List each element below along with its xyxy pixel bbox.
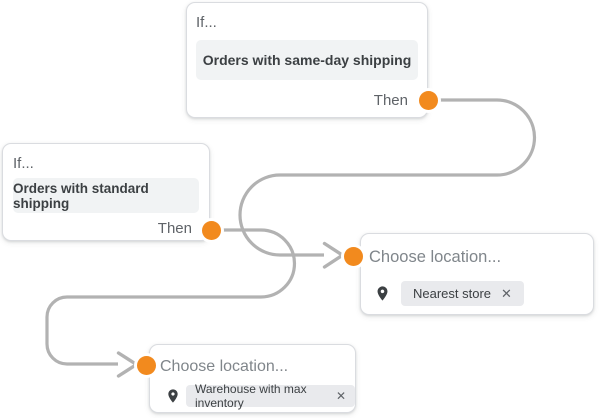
condition-chip-same-day[interactable]: Orders with same-day shipping bbox=[196, 40, 418, 80]
card-choose-location-warehouse[interactable]: Choose location... Warehouse with max in… bbox=[149, 344, 356, 413]
input-port-warehouse[interactable] bbox=[136, 355, 156, 375]
card-choose-location-nearest[interactable]: Choose location... Nearest store ✕ bbox=[360, 233, 594, 315]
then-row: Then bbox=[196, 80, 418, 109]
choose-location-placeholder: Choose location... bbox=[369, 248, 502, 266]
location-chip-label: Nearest store bbox=[413, 286, 492, 301]
remove-location-icon[interactable]: ✕ bbox=[501, 286, 512, 301]
connector-same-day-to-nearest bbox=[238, 98, 537, 257]
arrowhead-icon bbox=[116, 351, 139, 378]
if-label: If... bbox=[196, 14, 217, 31]
condition-chip-standard[interactable]: Orders with standard shipping bbox=[13, 178, 199, 213]
then-port-standard[interactable] bbox=[201, 220, 221, 240]
location-chip-label: Warehouse with max inventory bbox=[195, 382, 307, 410]
choose-location-placeholder: Choose location... bbox=[160, 358, 289, 375]
card-if-standard[interactable]: If... Orders with standard shipping Then bbox=[2, 143, 210, 241]
arrowhead-icon bbox=[322, 241, 345, 269]
location-row: Nearest store ✕ bbox=[374, 281, 593, 306]
then-label: Then bbox=[373, 92, 408, 109]
remove-location-icon[interactable]: ✕ bbox=[335, 389, 346, 403]
then-port-same-day[interactable] bbox=[418, 90, 438, 110]
location-pin-icon bbox=[165, 387, 181, 405]
then-label: Then bbox=[157, 220, 192, 237]
location-row: Warehouse with max inventory ✕ bbox=[165, 382, 355, 410]
then-row: Then bbox=[13, 213, 199, 237]
input-port-nearest-store[interactable] bbox=[343, 246, 363, 266]
if-label: If... bbox=[13, 155, 34, 172]
location-chip-warehouse[interactable]: Warehouse with max inventory ✕ bbox=[186, 382, 355, 410]
location-chip-nearest-store[interactable]: Nearest store ✕ bbox=[401, 281, 524, 306]
location-pin-icon bbox=[374, 284, 391, 303]
card-if-same-day[interactable]: If... Orders with same-day shipping Then bbox=[186, 2, 428, 118]
